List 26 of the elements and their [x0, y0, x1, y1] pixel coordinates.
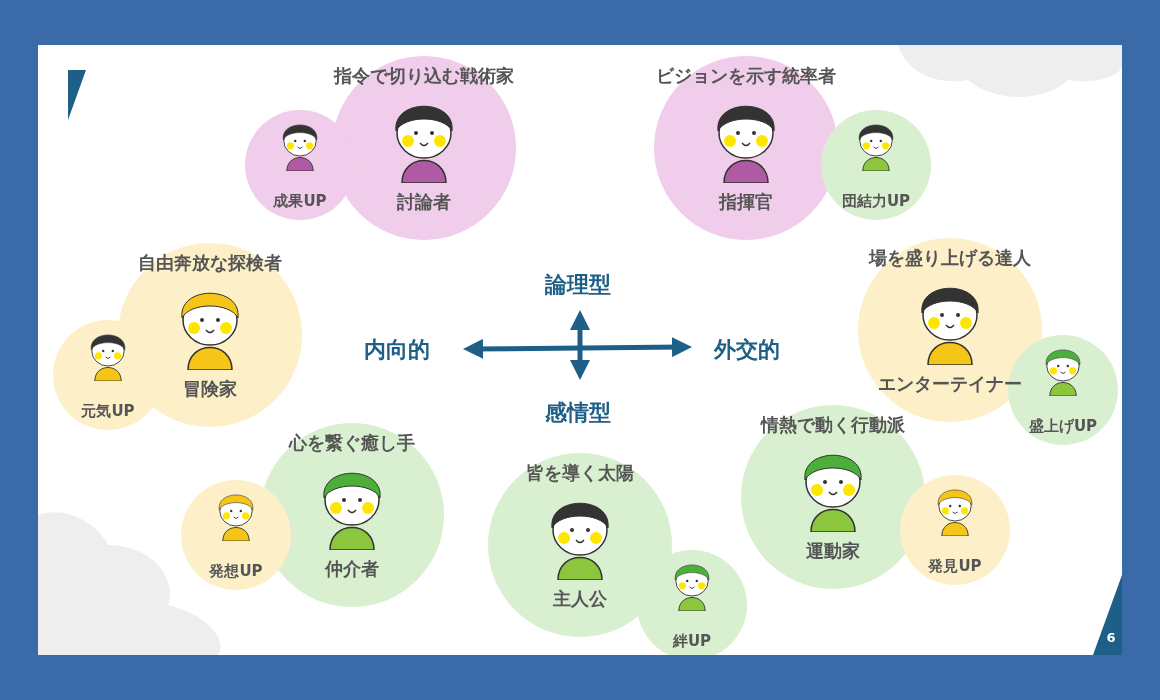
axis-label: 外交的 [714, 336, 780, 364]
role-name: 冒険家 [183, 377, 237, 401]
role-name: 絆UP [672, 632, 712, 651]
role-name: 元気UP [81, 402, 135, 421]
role-name: 討論者 [397, 190, 451, 214]
role-name: エンターテイナー [878, 372, 1022, 396]
role-name: 成果UP [273, 192, 327, 211]
axis-label: 感情型 [545, 399, 611, 427]
role-name: 仲介者 [325, 557, 379, 581]
role-name: 主人公 [553, 587, 607, 611]
axis-label: 論理型 [545, 271, 611, 299]
role-name: 運動家 [806, 539, 860, 563]
character-heading: 皆を導く太陽 [526, 461, 634, 485]
character-heading: 指令で切り込む戦術家 [334, 64, 514, 88]
character-heading: 情熱で動く行動派 [761, 413, 905, 437]
character-heading: ビジョンを示す統率者 [656, 64, 836, 88]
role-name: 指揮官 [719, 190, 773, 214]
role-name: 発想UP [209, 562, 263, 581]
role-name: 盛上げUP [1028, 417, 1098, 436]
role-name: 団結力UP [841, 192, 911, 211]
axis-label: 内向的 [364, 336, 430, 364]
character-heading: 場を盛り上げる達人 [869, 246, 1031, 270]
role-name: 発見UP [928, 557, 982, 576]
character-heading: 心を繋ぐ癒し手 [289, 431, 415, 455]
page-number: 6 [1106, 629, 1116, 645]
character-heading: 自由奔放な探検者 [138, 251, 282, 275]
